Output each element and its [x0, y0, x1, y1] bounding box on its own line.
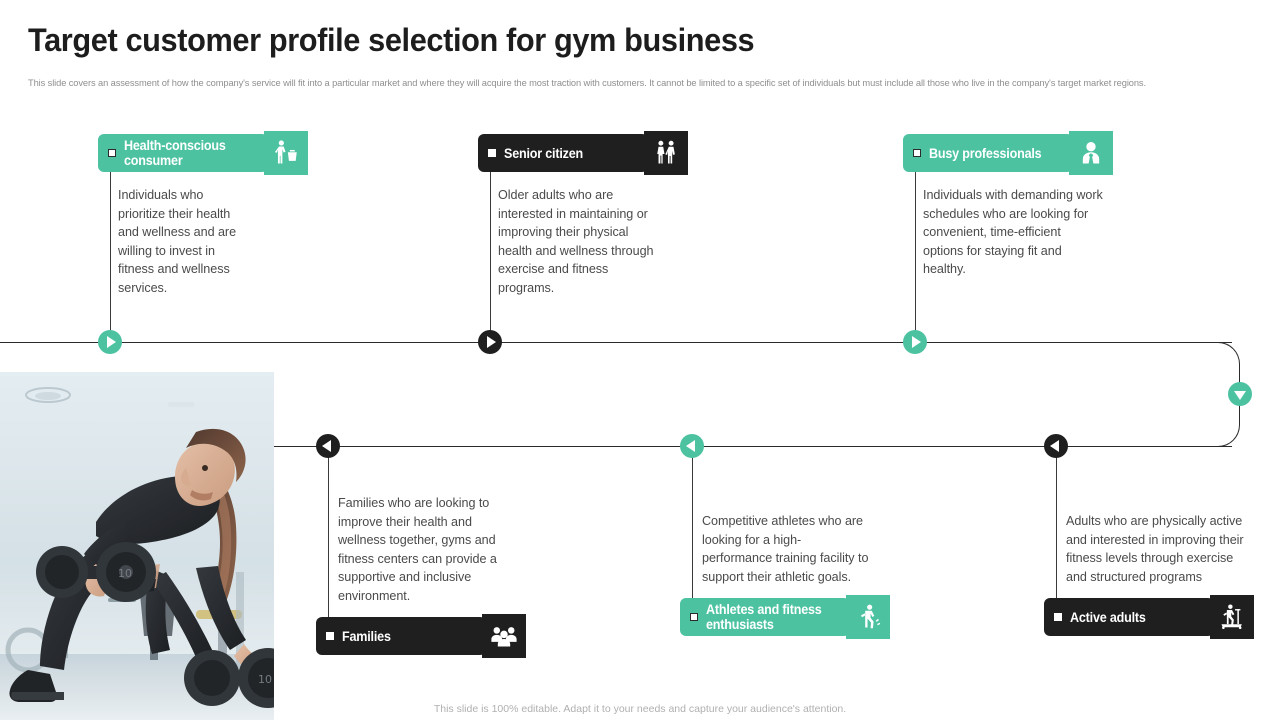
marker-athletes[interactable]	[680, 434, 704, 458]
card-header: Busy professionals	[903, 131, 1133, 175]
play-right-icon	[487, 336, 496, 348]
footer-note: This slide is 100% editable. Adapt it to…	[433, 703, 847, 715]
marker-senior-citizen[interactable]	[478, 330, 502, 354]
bullet-square-icon	[108, 149, 116, 157]
stem-families	[328, 446, 330, 636]
athlete-running-icon	[846, 595, 890, 639]
card-header-bar: Active adults	[1044, 598, 1214, 636]
bullet-square-icon	[913, 149, 921, 157]
card-header: Health-conscious consumer	[98, 131, 328, 175]
card-health-conscious[interactable]: Health-conscious consumer Individuals wh…	[98, 131, 328, 297]
card-header: Senior citizen	[478, 131, 708, 175]
play-left-icon	[322, 440, 331, 452]
card-families[interactable]: Families who are looking to improve thei…	[316, 494, 552, 658]
card-athletes[interactable]: Competitive athletes who are looking for…	[680, 512, 916, 639]
card-title: Busy professionals	[929, 145, 1042, 161]
card-title: Families	[342, 628, 391, 644]
card-header-bar: Athletes and fitness enthusiasts	[680, 598, 850, 636]
card-header-bar: Health-conscious consumer	[98, 134, 268, 172]
card-body: Individuals with demanding work schedule…	[923, 188, 1103, 276]
svg-text:10: 10	[118, 567, 132, 580]
bullet-square-icon	[1054, 613, 1062, 621]
stem-senior-citizen	[490, 154, 492, 342]
elderly-couple-icon	[644, 131, 688, 175]
card-header: Active adults	[1044, 595, 1280, 639]
card-body: Families who are looking to improve thei…	[338, 496, 497, 603]
play-right-icon	[912, 336, 921, 348]
card-title: Athletes and fitness enthusiasts	[706, 602, 822, 632]
marker-active-adults[interactable]	[1044, 434, 1068, 458]
stem-health-conscious	[110, 154, 112, 342]
card-title: Active adults	[1070, 609, 1146, 625]
card-header: Athletes and fitness enthusiasts	[680, 595, 916, 639]
stem-busy-professionals	[915, 154, 917, 342]
timeline-bottom-line	[0, 446, 1232, 448]
card-title: Health-conscious consumer	[124, 138, 226, 168]
businessman-icon	[1069, 131, 1113, 175]
card-header-bar: Busy professionals	[903, 134, 1073, 172]
card-body: Competitive athletes who are looking for…	[702, 514, 869, 584]
gym-photo: 10 10	[0, 372, 274, 720]
card-active-adults[interactable]: Adults who are physically active and int…	[1044, 512, 1280, 639]
bullet-square-icon	[690, 613, 698, 621]
play-down-icon	[1234, 391, 1246, 400]
card-body: Individuals who prioritize their health …	[118, 188, 237, 295]
marker-loop-end[interactable]	[1228, 382, 1252, 406]
card-body: Adults who are physically active and int…	[1066, 514, 1244, 584]
stem-active-adults	[1056, 446, 1058, 636]
bullet-square-icon	[488, 149, 496, 157]
play-left-icon	[1050, 440, 1059, 452]
treadmill-icon	[1210, 595, 1254, 639]
timeline-top-line	[0, 342, 1232, 344]
card-title: Senior citizen	[504, 145, 584, 161]
card-body: Older adults who are interested in maint…	[498, 188, 654, 295]
marker-health-conscious[interactable]	[98, 330, 122, 354]
marker-busy-professionals[interactable]	[903, 330, 927, 354]
card-header: Families	[316, 614, 552, 658]
svg-text:10: 10	[258, 673, 272, 686]
play-right-icon	[107, 336, 116, 348]
marker-families[interactable]	[316, 434, 340, 458]
play-left-icon	[686, 440, 695, 452]
card-header-bar: Families	[316, 617, 486, 655]
group-of-people-icon	[482, 614, 526, 658]
card-header-bar: Senior citizen	[478, 134, 648, 172]
card-busy-professionals[interactable]: Busy professionals Individuals with dema…	[903, 131, 1133, 279]
page-title: Target customer profile selection for gy…	[28, 22, 755, 58]
page-subtitle: This slide covers an assessment of how t…	[28, 78, 1146, 88]
card-senior-citizen[interactable]: Senior citizen Older adults who are inte…	[478, 131, 708, 297]
bullet-square-icon	[326, 632, 334, 640]
stem-athletes	[692, 446, 694, 636]
person-with-shopping-basket-icon	[264, 131, 308, 175]
